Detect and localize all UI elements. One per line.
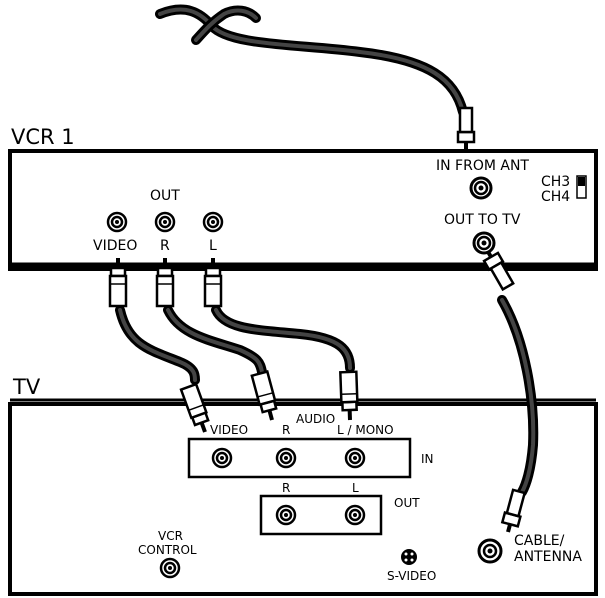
tv-in-label: IN xyxy=(421,452,434,466)
vcr-out-label: OUT xyxy=(150,188,180,204)
rca-cables xyxy=(115,305,355,385)
tv-cable-label-1: CABLE/ xyxy=(514,533,565,549)
vcr-out-to-tv-label: OUT TO TV xyxy=(444,212,521,228)
tv-l-mono-label: L / MONO xyxy=(337,423,394,437)
vcr-in-from-ant-jack xyxy=(469,176,493,200)
tv-vcr-control-label-1: VCR xyxy=(158,529,183,543)
antenna-lead-cable xyxy=(155,4,468,117)
vcr-in-from-ant-label: IN FROM ANT xyxy=(436,158,529,174)
vcr-video-label: VIDEO xyxy=(93,238,137,254)
vcr-title: VCR 1 xyxy=(11,125,75,149)
vcr-video-out-jack xyxy=(106,211,128,233)
tv-cable-label-2: ANTENNA xyxy=(514,549,582,565)
tv-vcr-control-jack xyxy=(159,557,181,579)
tv-svideo-label: S-VIDEO xyxy=(387,569,436,583)
tv-out-label: OUT xyxy=(394,496,420,510)
vcr-out-to-tv-jack xyxy=(472,231,496,255)
tv-r-out-label: R xyxy=(282,481,290,495)
tv-r-in-jack xyxy=(275,447,297,469)
tv-l-in-jack xyxy=(344,447,366,469)
tv-video-in-jack xyxy=(211,447,233,469)
tv-r-in-label: R xyxy=(282,423,290,437)
tv-video-label: VIDEO xyxy=(210,423,248,437)
tv-audio-label: AUDIO xyxy=(296,412,335,426)
vcr-r-label: R xyxy=(160,238,170,254)
antenna-f-connector xyxy=(456,106,476,152)
tv-vcr-control-label-2: CONTROL xyxy=(138,543,197,557)
tv-cable-antenna-jack xyxy=(477,538,503,564)
vcr-l-out-jack xyxy=(202,211,224,233)
tv-r-out-jack xyxy=(275,504,297,526)
tv-svideo-jack xyxy=(401,549,417,565)
tv-title: TV xyxy=(12,375,41,399)
vcr-to-tv-coax-cable xyxy=(497,295,539,497)
vcr-ch4-label: CH4 xyxy=(541,189,570,205)
tv-l-out-jack xyxy=(344,504,366,526)
ch3-ch4-switch xyxy=(576,175,587,199)
vcr-r-out-jack xyxy=(154,211,176,233)
vcr-l-label: L xyxy=(209,238,217,254)
tv-l-out-label: L xyxy=(352,481,359,495)
vcr-ch3-label: CH3 xyxy=(541,174,570,190)
